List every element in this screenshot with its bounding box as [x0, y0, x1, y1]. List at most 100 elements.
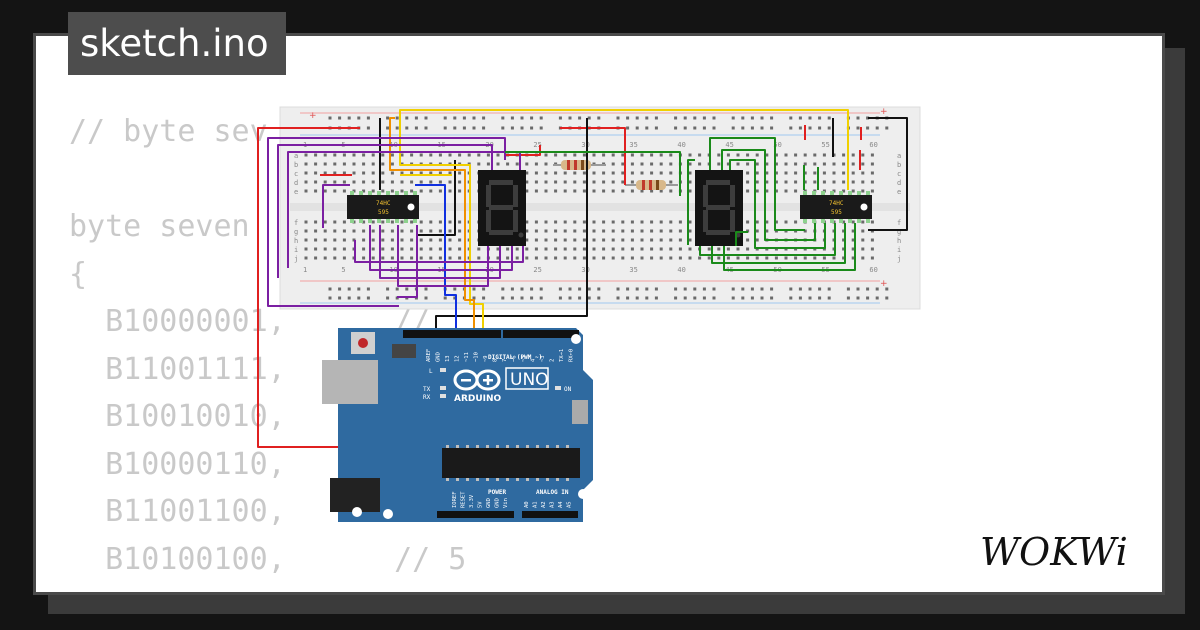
row-letter-left: i — [294, 246, 298, 254]
column-number-top: 25 — [533, 141, 541, 149]
row-letter-right: b — [897, 161, 901, 169]
column-number-top: 30 — [581, 141, 589, 149]
board-model: UNO — [510, 370, 549, 390]
analog-label: ANALOG IN — [536, 489, 569, 496]
row-letter-right: a — [897, 152, 901, 160]
shift-register-left[interactable]: 74HC 595 — [347, 191, 419, 223]
rail-plus-label-right: + — [880, 107, 888, 117]
pin-label: RESET — [461, 491, 467, 508]
pin-label: A5 — [567, 501, 573, 508]
wokwi-logo: WOKWi — [980, 530, 1128, 574]
seven-segment-display-left[interactable] — [478, 170, 526, 246]
row-letter-right: f — [897, 219, 901, 227]
resistor-2[interactable] — [625, 180, 678, 190]
column-number-top: 40 — [677, 141, 685, 149]
tx-label: TX — [423, 386, 431, 393]
l-label: L — [429, 368, 433, 375]
pin-label: A4 — [558, 501, 564, 508]
row-letter-right: h — [897, 237, 901, 245]
column-number-bottom: 1 — [303, 266, 307, 274]
pin-label: IOREF — [452, 491, 458, 508]
resistor-1[interactable] — [553, 160, 606, 170]
chip-label-3: 74HC — [829, 200, 844, 207]
code-line: B11001100, — [69, 494, 286, 529]
pin-label: 7 — [502, 359, 508, 362]
code-line: B10010010, — [69, 399, 286, 434]
column-number-bottom: 35 — [629, 266, 637, 274]
row-letter-left: d — [294, 179, 298, 187]
code-line: B11001111, — [69, 351, 286, 387]
pin-label: 4 — [531, 358, 537, 362]
row-letter-left: g — [294, 228, 298, 236]
pin-label: TX→1 — [559, 349, 565, 362]
column-number-bottom: 25 — [533, 266, 541, 274]
pin-label: 13 — [445, 355, 451, 362]
pin-label: A0 — [524, 501, 530, 508]
digital-label: DIGITAL (PWM ~) — [488, 354, 542, 361]
column-number-bottom: 40 — [677, 266, 685, 274]
pin-label: ~11 — [464, 352, 470, 362]
pin-label: AREF — [426, 349, 432, 362]
code-line: B10000110, — [69, 446, 286, 482]
row-letter-right: e — [897, 188, 901, 196]
code-line: byte seven — [69, 209, 250, 244]
column-number-bottom: 60 — [869, 266, 877, 274]
column-number-top: 35 — [629, 141, 637, 149]
power-label: POWER — [488, 489, 506, 496]
shift-register-right[interactable]: 74HC 595 — [800, 191, 872, 223]
file-tab[interactable]: sketch.ino — [68, 12, 286, 75]
pin-label: A3 — [550, 501, 556, 508]
arduino-uno[interactable]: UNO ARDUINO DIGITAL (PWM ~) ON L TX RX P… — [322, 328, 593, 522]
pin-label: ~3 — [540, 355, 546, 362]
code-line: // byte sev — [69, 114, 268, 149]
power-jack — [330, 478, 380, 512]
column-number-top: 50 — [773, 141, 781, 149]
row-letter-left: c — [294, 170, 298, 178]
pin-label: GND — [495, 498, 501, 508]
rx-label: RX — [423, 394, 431, 401]
board-brand: ARDUINO — [454, 394, 502, 404]
row-letter-left: e — [294, 188, 298, 196]
atmega-chip — [442, 448, 580, 478]
column-number-top: 45 — [725, 141, 733, 149]
rail-plus-label: + — [309, 111, 317, 121]
pin-label: ~5 — [521, 355, 527, 362]
row-letter-left: f — [294, 219, 298, 227]
pin-label: 2 — [550, 359, 556, 362]
code-line: B10100100, // 5 — [69, 541, 467, 577]
column-number-bottom: 30 — [581, 266, 589, 274]
rail-plus-label-bottom: + — [880, 279, 888, 289]
row-letter-right: i — [897, 246, 901, 254]
row-letter-left: b — [294, 161, 298, 169]
usb-port — [322, 360, 378, 404]
chip-label-4: 595 — [831, 209, 842, 216]
column-number-top: 60 — [869, 141, 877, 149]
arduino-infinity-logo — [453, 369, 501, 391]
pin-label: 8 — [493, 359, 499, 362]
pin-label: Vin — [503, 498, 509, 508]
column-number-top: 55 — [821, 141, 829, 149]
column-number-bottom: 5 — [341, 266, 345, 274]
chip-label-1: 74HC — [376, 200, 391, 207]
wires[interactable] — [257, 109, 908, 516]
pin-label: ~6 — [512, 355, 518, 362]
pin-label: ~9 — [483, 355, 489, 362]
row-letter-right: c — [897, 170, 901, 178]
pin-label: 3.3V — [469, 494, 475, 508]
code-line: B10100000, // 6 — [69, 583, 466, 592]
row-letter-left: h — [294, 237, 298, 245]
reset-button[interactable] — [358, 338, 368, 348]
row-letter-right: j — [897, 255, 901, 263]
row-letter-right: d — [897, 179, 901, 187]
row-letter-left: j — [294, 255, 298, 263]
pin-label: RX←0 — [569, 349, 575, 362]
on-label: ON — [564, 386, 572, 393]
row-letter-right: g — [897, 228, 901, 236]
chip-label-2: 595 — [378, 209, 389, 216]
